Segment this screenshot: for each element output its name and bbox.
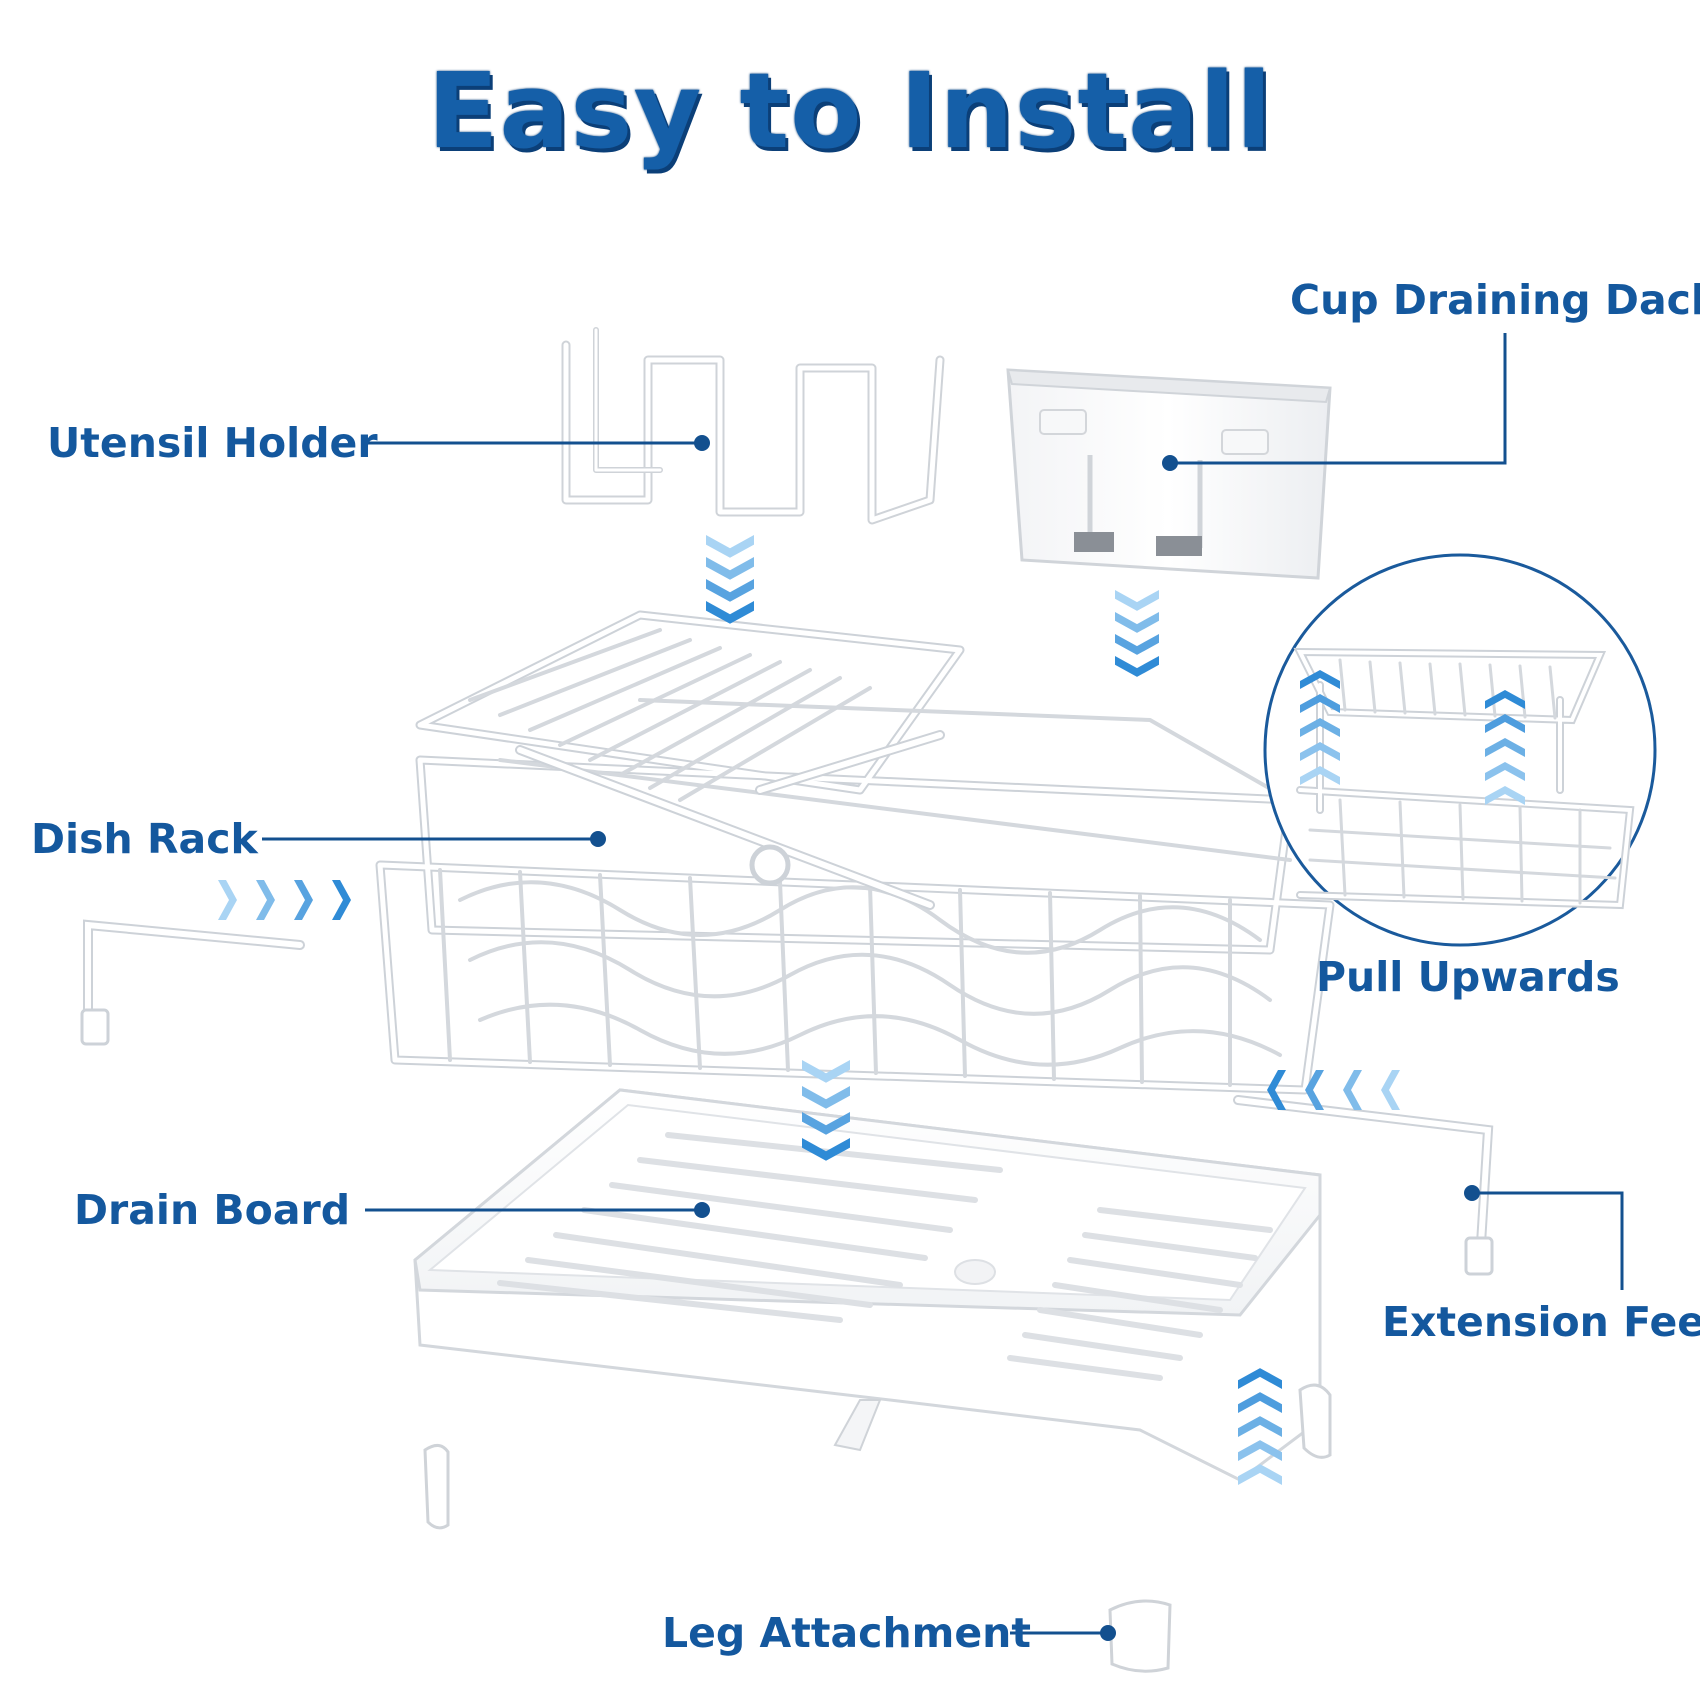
leader-dots <box>590 435 1480 1641</box>
chevron-arrow-icon <box>1115 590 1159 611</box>
leader-dot-icon <box>590 831 606 847</box>
chevron-arrow-icon <box>1485 762 1525 781</box>
label-pull-upwards: Pull Upwards <box>1316 953 1620 1001</box>
chevron-arrow-icon <box>1485 786 1525 805</box>
chevron-arrow-icon <box>802 1112 850 1135</box>
label-cup-draining-dack: Cup Draining Dack <box>1290 276 1700 324</box>
label-leg-attachment: Leg Attachment <box>662 1609 1031 1657</box>
chevron-arrow-icon <box>706 601 754 624</box>
left-extension-bar <box>80 919 305 1046</box>
assembly-arrows <box>218 535 1400 1485</box>
leader-dot-icon <box>1464 1185 1480 1201</box>
chevron-arrow-icon <box>294 880 313 920</box>
chevron-arrow-icon <box>1238 1416 1282 1437</box>
chevron-arrow-icon <box>1485 714 1525 733</box>
chevron-arrow-icon <box>1381 1070 1400 1110</box>
chevron-arrow-icon <box>1300 670 1340 689</box>
chevron-arrow-icon <box>1300 694 1340 713</box>
chevron-arrow-icon <box>1485 738 1525 757</box>
chevron-arrow-icon <box>802 1086 850 1109</box>
chevron-arrow-icon <box>1238 1440 1282 1461</box>
chevron-arrow-icon <box>1305 1070 1324 1110</box>
label-utensil-holder: Utensil Holder <box>47 419 378 467</box>
label-extension-feet: Extension Feet <box>1382 1298 1700 1346</box>
chevron-arrow-icon <box>1300 742 1340 761</box>
chevron-arrow-icon <box>1238 1392 1282 1413</box>
leg-pieces <box>423 1383 1332 1673</box>
chevron-arrow-icon <box>1300 718 1340 737</box>
chevron-arrow-icon <box>1343 1070 1362 1110</box>
chevron-arrow-icon <box>1115 612 1159 633</box>
cup-draining-caddy <box>1006 368 1332 580</box>
leader-dot-icon <box>694 1202 710 1218</box>
leader-dot-icon <box>1100 1625 1116 1641</box>
chevron-arrow-icon <box>706 579 754 602</box>
chevron-arrow-icon <box>706 535 754 558</box>
drain-board <box>413 1088 1322 1482</box>
chevron-arrow-icon <box>1238 1464 1282 1485</box>
chevron-arrow-icon <box>802 1060 850 1083</box>
chevron-arrow-icon <box>1485 690 1525 709</box>
chevron-arrow-icon <box>1115 634 1159 655</box>
pull-upwards-inset <box>1263 553 1657 947</box>
chevron-arrow-icon <box>1300 766 1340 785</box>
chevron-arrow-icon <box>706 557 754 580</box>
chevron-arrow-icon <box>802 1138 850 1161</box>
chevron-arrow-icon <box>332 880 351 920</box>
leader-dot-icon <box>1162 455 1178 471</box>
leader-dot-icon <box>694 435 710 451</box>
chevron-arrow-icon <box>1267 1070 1286 1110</box>
chevron-arrow-icon <box>256 880 275 920</box>
page-title: Easy to Install <box>427 50 1273 172</box>
chevron-arrow-icon <box>218 880 237 920</box>
label-dish-rack: Dish Rack <box>31 815 258 863</box>
chevron-arrow-icon <box>1238 1368 1282 1389</box>
utensil-holder <box>561 327 945 525</box>
leader-lines <box>262 333 1624 1635</box>
dish-rack <box>375 610 1335 1095</box>
chevron-arrow-icon <box>1115 656 1159 677</box>
label-drain-board: Drain Board <box>74 1186 351 1234</box>
